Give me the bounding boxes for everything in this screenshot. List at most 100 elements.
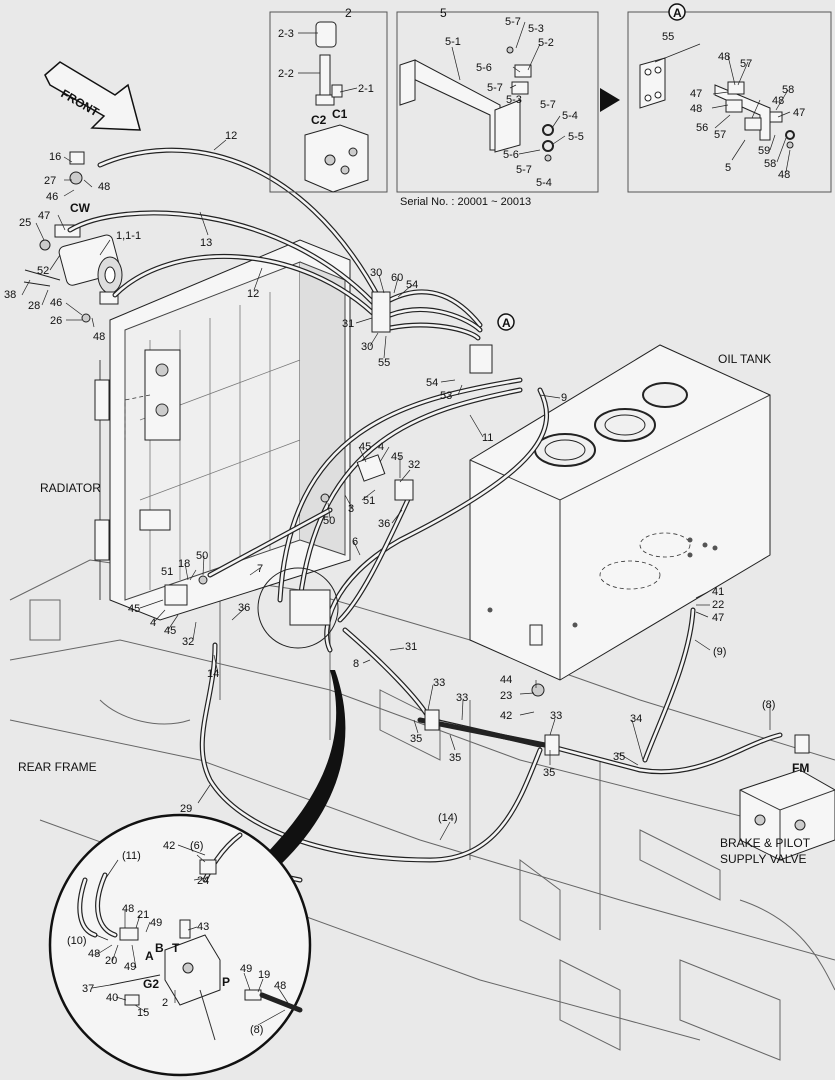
callout-41: 41: [712, 586, 724, 598]
port-c2: C2: [311, 113, 327, 127]
callout-31-b: 31: [405, 641, 417, 653]
detail-callout-2: 2: [162, 997, 168, 1009]
callout-45-b: 45: [391, 451, 403, 463]
callout-a-57-a: 57: [740, 58, 752, 70]
callout-a-58-b: 58: [764, 158, 776, 170]
detail-callout-43: 43: [197, 921, 209, 933]
callout-25: 25: [19, 217, 31, 229]
callout-51-a: 51: [363, 495, 375, 507]
radiator: [94, 239, 351, 621]
callout-26: 26: [50, 315, 62, 327]
callout-2-3: 2-3: [278, 28, 294, 40]
cw-label: CW: [70, 201, 91, 215]
leader-lines: [21, 21, 791, 1026]
callout-32-b: 32: [182, 636, 194, 648]
radiator-label: RADIATOR: [40, 481, 101, 495]
callout-5-7-b: 5-7: [487, 82, 503, 94]
callout-55: 55: [378, 357, 390, 369]
callout-a-48-a: 48: [718, 51, 730, 63]
detail-port-a: A: [145, 949, 154, 963]
callout-50-a: 50: [323, 515, 335, 527]
callout-a-55: 55: [662, 31, 674, 43]
callout-5-6-b: 5-6: [503, 149, 519, 161]
callout-5-5: 5-5: [568, 131, 584, 143]
callout-14-paren: (14): [438, 812, 458, 824]
detail-callout-21: 21: [137, 909, 149, 921]
arrow-to-detail-a: [600, 88, 620, 112]
callout-a-57-b: 57: [714, 129, 726, 141]
callout-9: 9: [561, 392, 567, 404]
callout-5-2: 5-2: [538, 37, 554, 49]
callout-5-6-a: 5-6: [476, 62, 492, 74]
callout-6: 6: [352, 536, 358, 548]
callout-3: 3: [348, 503, 354, 515]
detail-callout-49-b: 49: [124, 961, 136, 973]
callout-16: 16: [49, 151, 61, 163]
callout-a-47-b: 47: [793, 107, 805, 119]
callout-47-b: 47: [712, 612, 724, 624]
inset-a-parts: [639, 57, 795, 149]
callout-35-d: 35: [613, 751, 625, 763]
callout-9-paren: (9): [713, 646, 726, 658]
detail-callout-15: 15: [137, 1007, 149, 1019]
callout-8: 8: [353, 658, 359, 670]
callout-a-58-a: 58: [782, 84, 794, 96]
callout-28: 28: [28, 300, 40, 312]
detail-port-g2: G2: [143, 977, 159, 991]
callout-12-b: 12: [247, 288, 259, 300]
detail-callout-10: (10): [67, 935, 87, 947]
callout-a-59: 59: [758, 145, 770, 157]
detail-port-p: P: [222, 975, 230, 989]
callout-2-1: 2-1: [358, 83, 374, 95]
callout-33-c: 33: [550, 710, 562, 722]
detail-circle: [48, 813, 312, 1077]
callout-30-a: 30: [370, 267, 382, 279]
rear-frame-label: REAR FRAME: [18, 760, 97, 774]
detail-callout-19: 19: [258, 969, 270, 981]
callout-46-b: 46: [50, 297, 62, 309]
inset-2-parts: [304, 21, 369, 193]
brake-valve-label-line2: SUPPLY VALVE: [720, 852, 807, 866]
detail-callout-6: (6): [190, 840, 203, 852]
callout-45-c: 45: [128, 603, 140, 615]
inset-a-title: A: [673, 6, 682, 20]
callout-5-7-d: 5-7: [516, 164, 532, 176]
callout-a-48-b: 48: [690, 103, 702, 115]
detail-callout-37: 37: [82, 983, 94, 995]
callout-30-b: 30: [361, 341, 373, 353]
detail-callout-11: (11): [122, 850, 141, 862]
callout-13: 13: [200, 237, 212, 249]
callout-5-7-c: 5-7: [540, 99, 556, 111]
callout-2-2: 2-2: [278, 68, 294, 80]
callout-35-b: 35: [449, 752, 461, 764]
callout-48-b: 48: [93, 331, 105, 343]
front-arrow: [44, 61, 141, 131]
detail-callout-24: 24: [197, 875, 209, 887]
detail-pointer: [260, 670, 346, 870]
motor-assembly: [23, 151, 123, 323]
fittings: [164, 291, 560, 756]
brake-pilot-supply-valve: [739, 734, 835, 861]
callout-54-b: 54: [426, 377, 438, 389]
callout-33-b: 33: [456, 692, 468, 704]
detail-callout-48-b: 48: [88, 948, 100, 960]
callout-33-a: 33: [433, 677, 445, 689]
callout-48-a: 48: [98, 181, 110, 193]
callout-35-a: 35: [410, 733, 422, 745]
callout-27: 27: [44, 175, 56, 187]
callout-a-5: 5: [725, 162, 731, 174]
callout-8-paren: (8): [762, 699, 775, 711]
a-callout: A: [502, 316, 511, 330]
callout-5-3-b: 5-3: [506, 94, 522, 106]
callout-a-48-c: 48: [772, 95, 784, 107]
callout-5-1: 5-1: [445, 36, 461, 48]
callout-60: 60: [391, 272, 403, 284]
callout-1: 1,1-1: [116, 230, 141, 242]
brake-valve-label-line1: BRAKE & PILOT: [720, 836, 811, 850]
callout-45-a: 45: [359, 441, 371, 453]
callout-4-b: 4: [150, 617, 156, 629]
serial-number: Serial No. : 20001 ~ 20013: [400, 196, 531, 208]
fm-port-label: FM: [792, 761, 809, 775]
